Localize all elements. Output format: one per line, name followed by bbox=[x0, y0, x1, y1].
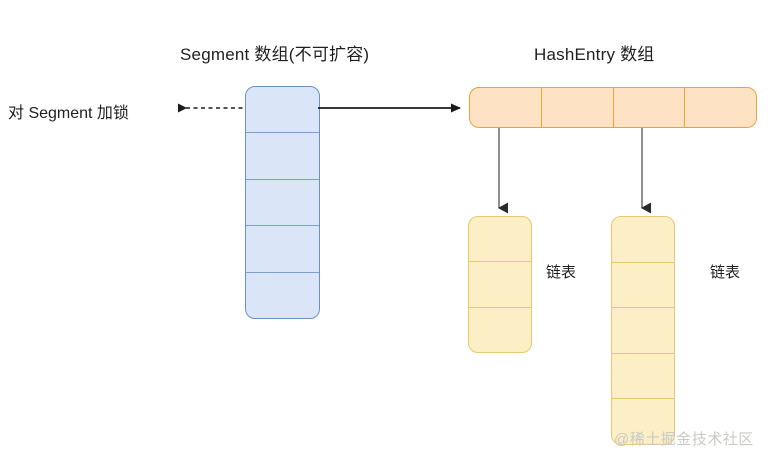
linked-list-node[interactable] bbox=[612, 398, 674, 444]
segment-to-hashentry-arrow bbox=[318, 103, 461, 113]
hashentry-cell[interactable] bbox=[540, 88, 613, 127]
watermark: @稀土掘金技术社区 bbox=[614, 431, 754, 448]
linked-list-node[interactable] bbox=[469, 261, 531, 306]
linked-list-node[interactable] bbox=[469, 306, 531, 352]
linked-list-2-label: 链表 bbox=[710, 264, 741, 281]
hashentry-cell[interactable] bbox=[470, 88, 541, 127]
linked-list-node[interactable] bbox=[612, 261, 674, 308]
segment-cell[interactable] bbox=[246, 271, 319, 318]
segment-cell[interactable] bbox=[246, 132, 319, 178]
segment-array[interactable] bbox=[245, 86, 320, 319]
linked-list-node[interactable] bbox=[469, 217, 531, 261]
linked-list-node[interactable] bbox=[612, 352, 674, 399]
segment-cell[interactable] bbox=[246, 87, 319, 132]
hashentry-to-chain-1-arrow bbox=[498, 128, 508, 214]
segment-array-title: Segment 数组(不可扩容) bbox=[180, 45, 370, 64]
hashentry-array-title: HashEntry 数组 bbox=[534, 45, 655, 64]
linked-list-node[interactable] bbox=[612, 217, 674, 262]
hashentry-to-chain-2-arrow bbox=[641, 128, 651, 214]
hashentry-cell[interactable] bbox=[684, 88, 756, 127]
hashentry-array[interactable] bbox=[469, 87, 757, 128]
segment-lock-label: 对 Segment 加锁 bbox=[8, 105, 129, 122]
linked-list-node[interactable] bbox=[612, 307, 674, 353]
segment-cell[interactable] bbox=[246, 178, 319, 225]
linked-list-2[interactable] bbox=[611, 216, 675, 445]
linked-list-1[interactable] bbox=[468, 216, 532, 353]
hashentry-cell[interactable] bbox=[612, 88, 685, 127]
segment-cell[interactable] bbox=[246, 225, 319, 271]
segment-to-lock-arrow bbox=[178, 103, 250, 113]
linked-list-1-label: 链表 bbox=[546, 264, 577, 281]
